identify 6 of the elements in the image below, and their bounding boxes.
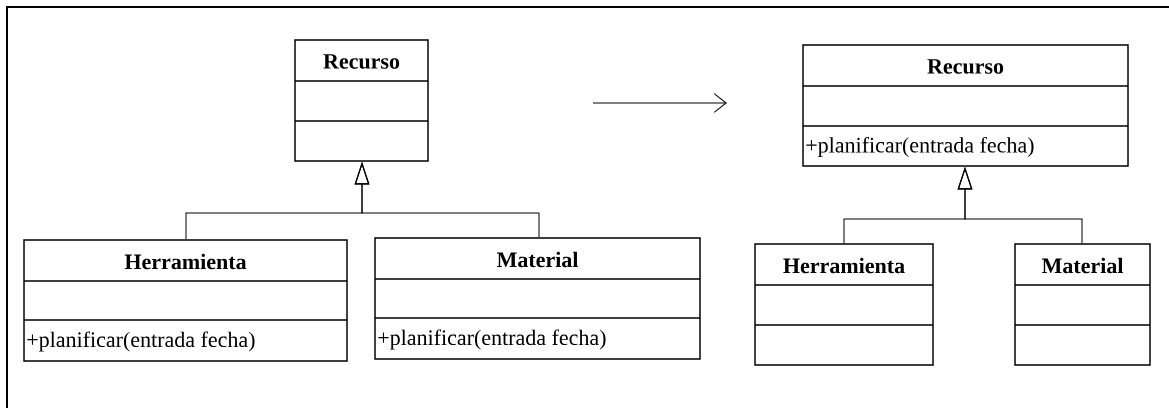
- class-box: Recurso +planificar(entrada fecha): [802, 44, 1129, 167]
- class-box: Material +planificar(entrada fecha): [374, 237, 701, 360]
- class-box: Herramienta +planificar(entrada fecha): [23, 239, 348, 362]
- class-box: Recurso: [294, 39, 429, 162]
- class-box: Herramienta: [754, 243, 934, 366]
- class-box: Material: [1014, 243, 1151, 366]
